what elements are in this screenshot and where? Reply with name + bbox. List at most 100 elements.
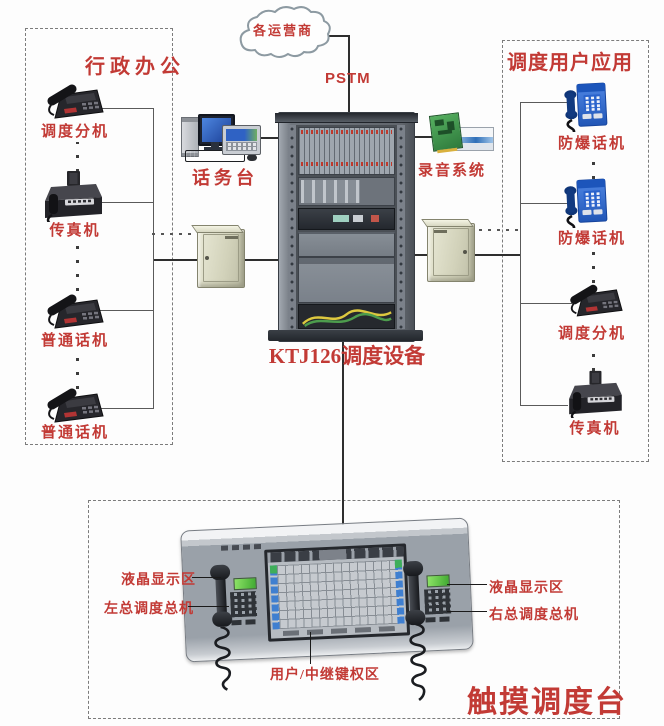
line-rack-to-console — [342, 340, 344, 532]
ellipsis-dots — [592, 343, 595, 371]
card-shelf — [298, 127, 395, 175]
line-operator-to-rack — [256, 137, 280, 139]
stub-right-3 — [520, 303, 572, 304]
door-knob — [205, 256, 209, 260]
control-display — [353, 215, 363, 222]
right-handset — [402, 560, 426, 626]
pstm-label: PSTM — [325, 70, 371, 87]
left-handset-cord — [214, 625, 232, 691]
rack-top-bar — [275, 113, 418, 123]
pointer-key-area — [310, 632, 311, 664]
lcd-display-right — [426, 574, 450, 588]
dispatch-unit-screen — [226, 129, 257, 141]
cabinet-door — [203, 234, 239, 282]
stub-left-2 — [102, 202, 153, 203]
left-item-label-3: 普通话机 — [40, 333, 109, 349]
rack-plinth — [268, 330, 423, 341]
left-item-label-2: 传真机 — [49, 223, 101, 239]
fax-machine-icon — [566, 370, 624, 423]
ellipsis-dots — [76, 351, 79, 389]
touch-console-box — [88, 500, 620, 719]
monitor-base — [204, 147, 226, 150]
monitor-stand — [211, 142, 219, 148]
left-handset — [209, 564, 233, 628]
mouse — [247, 154, 257, 161]
control-display — [333, 215, 349, 222]
callout-key-area: 用户/中继键权区 — [270, 668, 380, 683]
pointer-right-master — [447, 611, 487, 612]
blank-panel — [298, 232, 395, 257]
dotted-link-right — [470, 229, 518, 231]
key-grid — [276, 559, 398, 630]
ellipsis-dots — [592, 247, 595, 283]
keypad-left — [230, 591, 258, 618]
cabinet-door — [433, 228, 469, 276]
callout-lcd-left: 液晶显示区 — [121, 573, 196, 588]
left-group-box — [25, 28, 173, 445]
blank-panel — [298, 257, 395, 303]
handset-mouthpiece — [405, 609, 426, 626]
right-group-box — [502, 40, 649, 462]
callout-left-master: 左总调度总机 — [104, 602, 194, 617]
desk-phone-icon — [44, 294, 104, 337]
sound-card — [428, 112, 464, 154]
stub-left-1 — [100, 108, 153, 109]
vent-slot — [225, 236, 239, 239]
right-item-label-3: 调度分机 — [557, 326, 626, 342]
touch-screen — [264, 543, 411, 642]
module-shelf — [298, 177, 395, 206]
right-group-title: 调度用户应用 — [507, 52, 633, 74]
handset-mouthpiece — [211, 611, 233, 628]
rack-rail-right — [397, 125, 405, 329]
right-item-label-2: 防爆话机 — [557, 231, 626, 247]
desk-phone-icon — [44, 388, 104, 431]
card-led-row — [301, 130, 392, 134]
desk-phone-icon — [567, 284, 623, 325]
left-group-title: 行政办公 — [85, 56, 185, 78]
bus-left — [153, 108, 154, 409]
stub-right-4 — [520, 405, 568, 406]
vent-slot — [433, 230, 447, 233]
right-handset-cord — [409, 623, 427, 701]
right-item-label-1: 防爆话机 — [557, 136, 626, 152]
carrier-cloud: 各运营商 — [233, 6, 333, 64]
left-item-label-1: 调度分机 — [40, 124, 109, 140]
rack-rail-left — [288, 125, 296, 329]
dispatch-equipment-rack — [275, 112, 418, 342]
recording-system-label: 录音系统 — [418, 163, 487, 179]
edge-connector — [437, 147, 457, 154]
dispatch-keyboard-unit — [222, 125, 261, 155]
door-knob — [463, 250, 467, 254]
left-item-label-4: 普通话机 — [40, 425, 109, 441]
chip — [437, 129, 453, 135]
handset-earpiece — [402, 560, 424, 577]
card-led-row — [301, 162, 392, 166]
callout-right-master: 右总调度总机 — [489, 608, 579, 623]
rack-interior — [288, 125, 405, 329]
fax-machine-icon — [42, 170, 104, 227]
chip — [434, 119, 445, 127]
stub-right-2 — [520, 203, 568, 204]
dispatch-unit-keys — [226, 142, 257, 151]
explosion-proof-phone-icon — [562, 178, 610, 233]
pointer-left-master — [188, 606, 229, 607]
stub-left-3 — [100, 310, 153, 311]
ellipsis-dots — [76, 243, 79, 291]
control-led — [371, 215, 379, 222]
touch-console-title: 触摸调度台 — [467, 686, 627, 719]
cable-bay — [298, 304, 395, 329]
explosion-proof-phone-icon — [562, 82, 610, 137]
bus-right — [520, 102, 521, 406]
stub-left-4 — [100, 408, 153, 409]
lcd-display-left — [233, 577, 257, 591]
distribution-box-left — [197, 229, 245, 288]
operator-station-label: 话务台 — [192, 168, 258, 188]
line-pstn-vertical — [348, 35, 350, 113]
cloud-label: 各运营商 — [252, 23, 313, 38]
distribution-box-right — [427, 223, 475, 282]
dotted-link-left — [152, 233, 196, 235]
pointer-lcd-left — [192, 577, 221, 578]
ellipsis-dots — [592, 151, 595, 179]
ellipsis-dots — [76, 142, 79, 172]
